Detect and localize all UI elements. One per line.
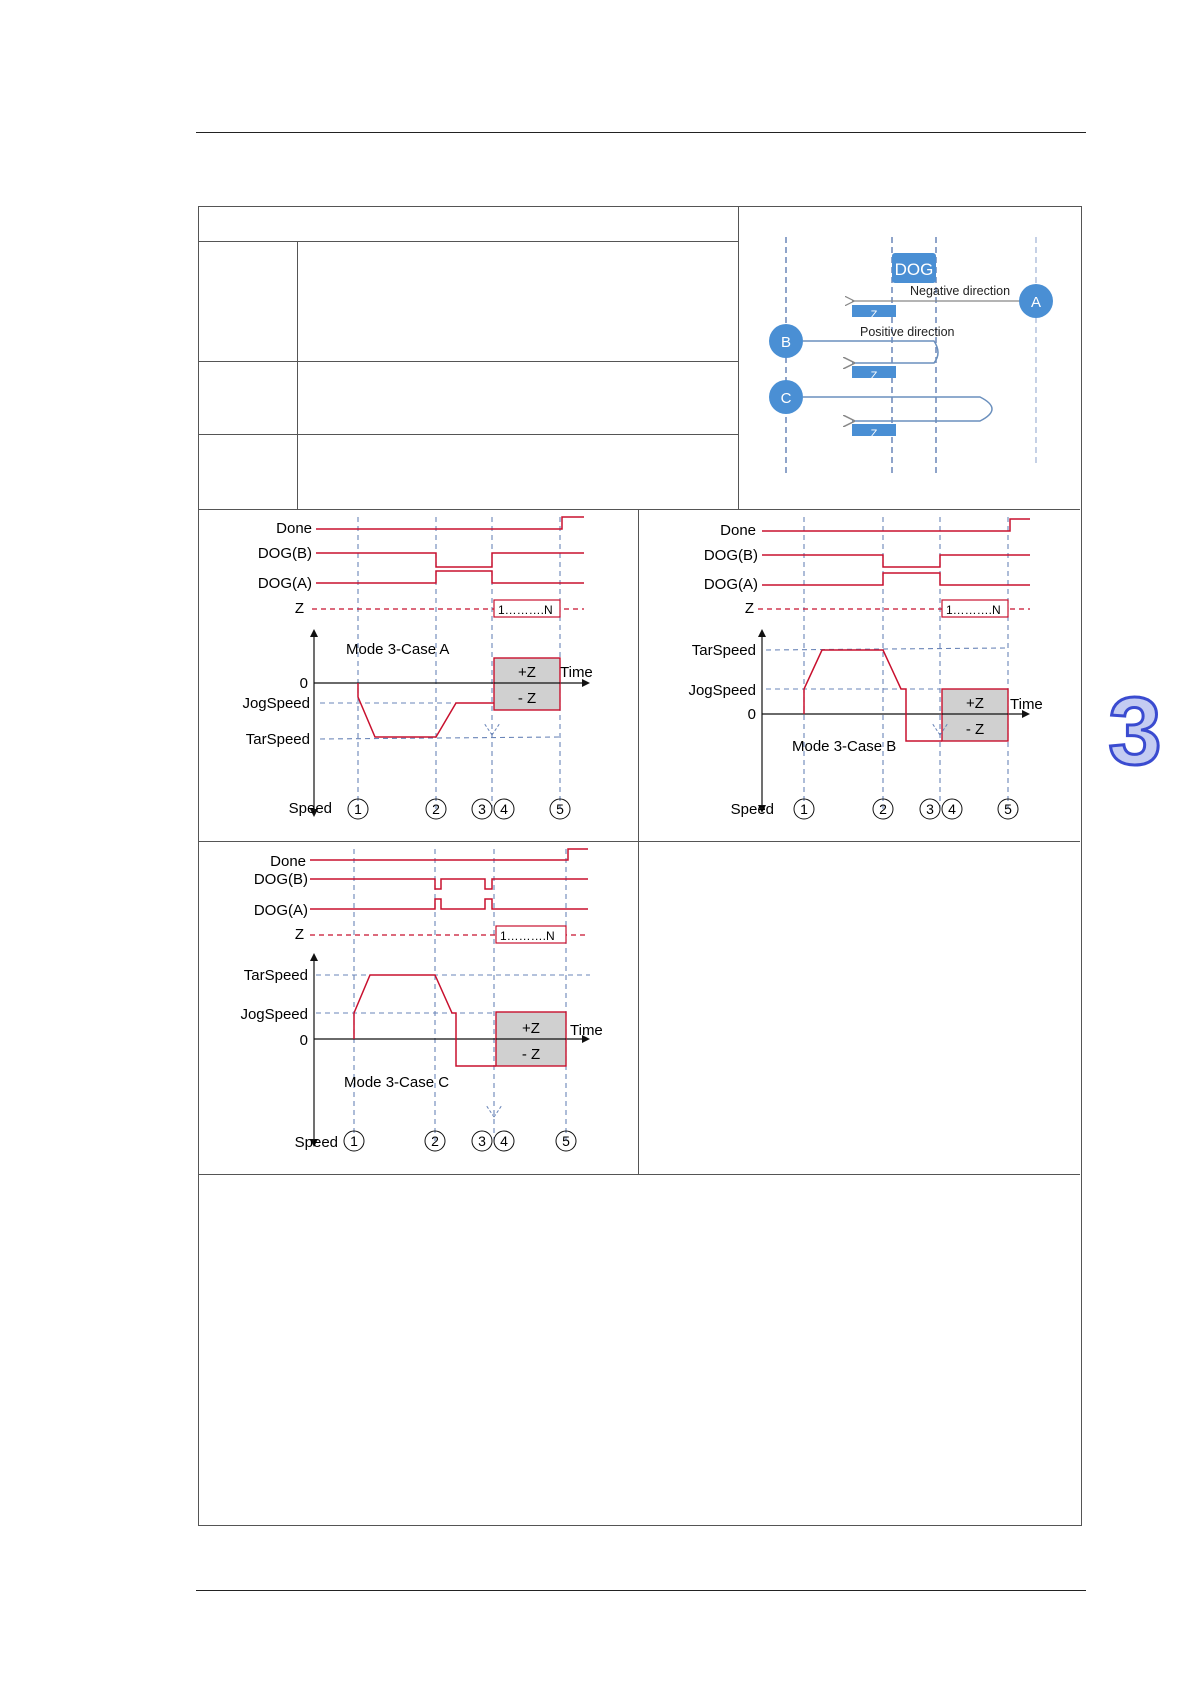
z-search-box — [493, 657, 561, 711]
z-pulse-range: 1……….N — [498, 603, 553, 617]
point-b — [769, 324, 803, 358]
content-table — [198, 206, 1082, 1526]
timing-chart-case-b: Done DOG(B) DOG(A) Z 1……….N Time TarSpee… — [688, 517, 1043, 820]
marker-2: 2 — [879, 801, 887, 817]
z-pulse-range: 1……….N — [500, 929, 555, 943]
table-divider — [738, 206, 739, 509]
marker-4: 4 — [948, 801, 956, 817]
dog-block — [892, 253, 936, 283]
point-c-label: C — [781, 390, 792, 407]
marker-2: 2 — [432, 801, 440, 817]
signal-z-label: Z — [745, 600, 754, 617]
marker-4: 4 — [500, 1133, 508, 1149]
z-marker — [852, 305, 896, 317]
marker-1: 1 — [354, 801, 362, 817]
marker-5: 5 — [562, 1133, 570, 1149]
marker-2: 2 — [431, 1133, 439, 1149]
jogspeed-label: JogSpeed — [240, 1006, 308, 1023]
jogspeed-label: JogSpeed — [688, 682, 756, 699]
case-title: Mode 3-Case A — [346, 641, 449, 658]
z-marker-label: Z — [871, 428, 878, 440]
case-title: Mode 3-Case C — [344, 1074, 449, 1091]
case-title: Mode 3-Case B — [792, 738, 896, 755]
time-axis-label: Time — [1010, 696, 1043, 713]
signal-dogb-label: DOG(B) — [258, 545, 312, 562]
footer-rule — [196, 1590, 1086, 1591]
signal-doga-label: DOG(A) — [254, 902, 308, 919]
time-axis-label: Time — [570, 1022, 603, 1039]
signal-done-label: Done — [270, 853, 306, 870]
positive-direction-label: Positive direction — [860, 325, 955, 339]
tarspeed-label: TarSpeed — [692, 642, 756, 659]
zero-label: 0 — [748, 706, 756, 723]
signal-dogb-label: DOG(B) — [254, 871, 308, 888]
z-marker-label: Z — [871, 309, 878, 321]
marker-1: 1 — [350, 1133, 358, 1149]
point-a — [1019, 284, 1053, 318]
chapter-number: 3 — [1108, 678, 1161, 785]
table-divider — [198, 509, 1080, 510]
z-search-box — [941, 688, 1009, 742]
header-rule — [196, 132, 1086, 133]
jogspeed-label: JogSpeed — [242, 695, 310, 712]
marker-5: 5 — [1004, 801, 1012, 817]
z-marker — [852, 366, 896, 378]
signal-doga-label: DOG(A) — [704, 576, 758, 593]
point-b-label: B — [781, 334, 791, 351]
signal-done-label: Done — [276, 520, 312, 537]
time-axis-label: Time — [560, 664, 593, 681]
timing-chart-case-a: Done DOG(B) DOG(A) Z 1……….N Time 0 JogSp… — [242, 516, 593, 820]
z-marker — [852, 424, 896, 436]
z-marker-label: Z — [871, 370, 878, 382]
table-divider — [198, 841, 1080, 842]
homing-illustration: DOG Negative direction A Z Positive dire… — [769, 237, 1053, 473]
table-divider — [198, 241, 738, 242]
speed-axis-label: Speed — [289, 800, 332, 817]
zero-label: 0 — [300, 1032, 308, 1049]
speed-profile — [353, 974, 496, 1067]
table-divider — [198, 361, 738, 362]
marker-5: 5 — [556, 801, 564, 817]
chapter-tab: 3 — [1107, 677, 1163, 787]
minus-z-label: - Z — [966, 721, 984, 738]
table-divider — [297, 241, 298, 509]
minus-z-label: - Z — [518, 690, 536, 707]
speed-profile — [357, 683, 494, 738]
tarspeed-label: TarSpeed — [244, 967, 308, 984]
speed-profile — [803, 649, 942, 742]
marker-4: 4 — [500, 801, 508, 817]
table-divider — [198, 1174, 1080, 1175]
plus-z-label: +Z — [518, 664, 536, 681]
plus-z-label: +Z — [966, 695, 984, 712]
table-divider — [198, 434, 738, 435]
signal-z-label: Z — [295, 926, 304, 943]
signal-doga-label: DOG(A) — [258, 575, 312, 592]
speed-axis-label: Speed — [731, 801, 774, 818]
dog-label: DOG — [895, 260, 934, 279]
negative-direction-label: Negative direction — [910, 284, 1010, 298]
marker-3: 3 — [478, 1133, 486, 1149]
point-a-label: A — [1031, 294, 1041, 311]
tarspeed-label: TarSpeed — [246, 731, 310, 748]
marker-1: 1 — [800, 801, 808, 817]
timing-chart-case-c: Done DOG(B) DOG(A) Z 1……….N Time TarSpee… — [240, 848, 603, 1152]
signal-dogb-label: DOG(B) — [704, 547, 758, 564]
z-pulse-range: 1……….N — [946, 603, 1001, 617]
minus-z-label: - Z — [522, 1046, 540, 1063]
speed-axis-label: Speed — [295, 1134, 338, 1151]
signal-done-label: Done — [720, 522, 756, 539]
zero-label: 0 — [300, 675, 308, 692]
point-c — [769, 380, 803, 414]
marker-3: 3 — [478, 801, 486, 817]
marker-3: 3 — [926, 801, 934, 817]
plus-z-label: +Z — [522, 1020, 540, 1037]
signal-z-label: Z — [295, 600, 304, 617]
